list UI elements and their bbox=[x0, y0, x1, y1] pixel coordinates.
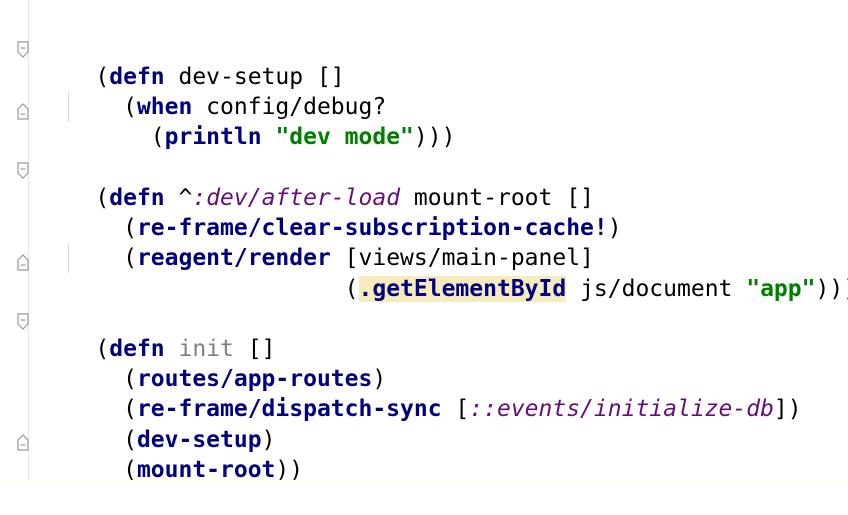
code-token: ( bbox=[95, 427, 137, 453]
code-line: (when config/debug? bbox=[40, 62, 386, 120]
code-token: [] bbox=[233, 336, 276, 362]
code-line bbox=[40, 122, 95, 152]
code-line: (println "dev mode"))) bbox=[40, 92, 456, 150]
fold-open-icon[interactable] bbox=[16, 313, 30, 331]
code-token: defn bbox=[109, 64, 165, 90]
code-token: ( bbox=[95, 457, 137, 483]
code-token: dev-setup bbox=[136, 427, 262, 453]
code-token: "app" bbox=[746, 276, 816, 302]
code-line: (re-frame/clear-subscription-cache!) bbox=[40, 183, 622, 241]
code-token: )) bbox=[275, 457, 304, 483]
editor-bottom-strip bbox=[0, 480, 848, 486]
code-token: ::events/initialize-db bbox=[469, 396, 774, 422]
code-token: dev-setup [] bbox=[164, 64, 345, 90]
code-line: (reagent/render [views/main-panel] bbox=[40, 213, 594, 271]
code-token: ( bbox=[95, 366, 137, 392]
code-token: defn bbox=[109, 336, 165, 362]
indent-guide bbox=[68, 243, 69, 273]
code-token: ))) bbox=[815, 276, 848, 302]
code-token: ))) bbox=[413, 124, 456, 150]
code-line: (defn init [] bbox=[40, 304, 275, 362]
code-token: ( bbox=[95, 396, 137, 422]
code-line: (mount-root)) bbox=[40, 425, 303, 483]
code-line bbox=[40, 274, 95, 304]
fold-open-icon[interactable] bbox=[16, 162, 30, 180]
code-token: re-frame/clear-subscription-cache! bbox=[136, 215, 608, 241]
code-token: ^ bbox=[164, 185, 193, 211]
code-line: (routes/app-routes) bbox=[40, 334, 386, 392]
code-token: js/document bbox=[566, 276, 747, 302]
indent-guide bbox=[68, 92, 69, 122]
code-token: ) bbox=[607, 215, 622, 241]
code-token: ( bbox=[95, 215, 137, 241]
code-token: routes/app-routes bbox=[136, 366, 373, 392]
code-line: (.getElementById js/document "app"))) bbox=[40, 244, 848, 302]
code-line: (defn ^:dev/after-load mount-root [] bbox=[40, 153, 594, 211]
code-token: ( bbox=[95, 336, 110, 362]
code-token: ]) bbox=[773, 396, 802, 422]
code-line: (dev-setup) bbox=[40, 395, 275, 453]
code-token: mount-root bbox=[136, 457, 276, 483]
code-token: init bbox=[178, 336, 234, 362]
code-token: .getElementById bbox=[358, 276, 567, 302]
code-token: config/debug? bbox=[192, 94, 387, 120]
fold-close-icon[interactable] bbox=[16, 433, 30, 451]
code-token: ( bbox=[95, 185, 110, 211]
code-token: ( bbox=[95, 124, 165, 150]
code-editor[interactable]: (defn dev-setup [] (when config/debug? (… bbox=[0, 0, 848, 486]
code-token bbox=[262, 124, 276, 150]
code-token: ) bbox=[372, 366, 387, 392]
code-token: "dev mode" bbox=[275, 124, 414, 150]
code-token: mount-root [] bbox=[400, 185, 594, 211]
code-line: (defn dev-setup [] bbox=[40, 32, 344, 90]
code-token: [views/main-panel] bbox=[330, 245, 594, 271]
code-token: reagent/render bbox=[136, 245, 331, 271]
code-token: ( bbox=[95, 245, 137, 271]
fold-close-icon[interactable] bbox=[16, 253, 30, 271]
code-token: :dev/after-load bbox=[192, 185, 401, 211]
code-token: ) bbox=[261, 427, 276, 453]
code-token: ( bbox=[95, 276, 359, 302]
gutter-divider bbox=[28, 0, 29, 486]
fold-open-icon[interactable] bbox=[16, 41, 30, 59]
code-token: ( bbox=[95, 64, 110, 90]
fold-close-icon[interactable] bbox=[16, 102, 30, 120]
code-token: re-frame/dispatch-sync bbox=[136, 396, 442, 422]
code-token: when bbox=[136, 94, 193, 120]
code-token: println bbox=[164, 124, 262, 150]
code-token: ( bbox=[95, 94, 137, 120]
code-line: (re-frame/dispatch-sync [::events/initia… bbox=[40, 364, 802, 422]
code-token: defn bbox=[109, 185, 165, 211]
code-token: [ bbox=[441, 396, 470, 422]
